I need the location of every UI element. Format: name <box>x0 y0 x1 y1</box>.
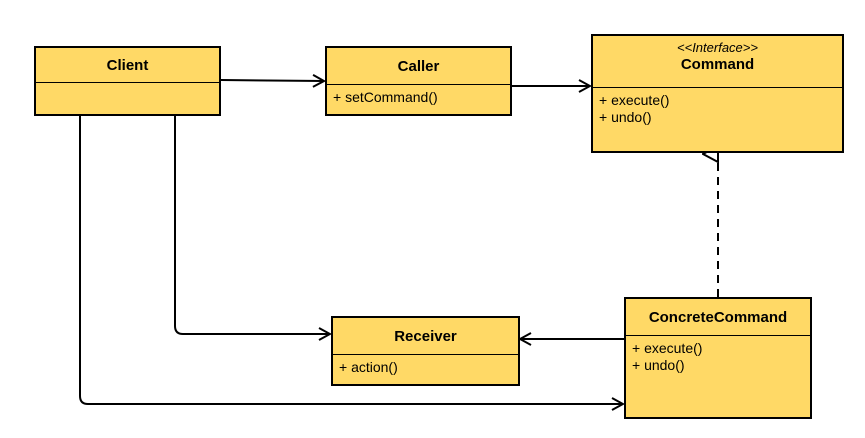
receiver-class-name: Receiver <box>394 327 457 345</box>
caller-class-members: + setCommand() <box>327 85 510 110</box>
command-member: + execute() <box>599 92 670 108</box>
concretecommand-member: + execute() <box>632 340 703 356</box>
concretecommand-member: + undo() <box>632 357 685 373</box>
caller-class[interactable]: Caller + setCommand() <box>325 46 512 116</box>
command-interface[interactable]: <<Interface>> Command + execute() + undo… <box>591 34 844 153</box>
receiver-class-members: + action() <box>333 355 518 380</box>
client-class[interactable]: Client <box>34 46 221 116</box>
concretecommand-class[interactable]: ConcreteCommand + execute() + undo() <box>624 297 812 419</box>
client-to-concretecommand-association <box>79 116 623 404</box>
command-interface-name: Command <box>680 56 755 73</box>
client-class-members <box>36 83 219 91</box>
concretecommand-class-name: ConcreteCommand <box>648 308 788 326</box>
client-to-receiver-association <box>174 116 330 334</box>
concretecommand-class-members: + execute() + undo() <box>626 336 810 378</box>
command-member: + undo() <box>599 109 652 125</box>
caller-class-header: Caller <box>327 48 510 85</box>
caller-class-name: Caller <box>397 57 440 75</box>
caller-member: + setCommand() <box>333 89 438 105</box>
concretecommand-class-header: ConcreteCommand <box>626 299 810 336</box>
receiver-member: + action() <box>339 359 398 375</box>
command-interface-members: + execute() + undo() <box>593 88 842 130</box>
client-class-header: Client <box>36 48 219 83</box>
client-class-name: Client <box>106 56 149 74</box>
receiver-class-header: Receiver <box>333 318 518 355</box>
command-interface-header: <<Interface>> Command <box>593 36 842 88</box>
receiver-class[interactable]: Receiver + action() <box>331 316 520 386</box>
command-stereotype: <<Interface>> <box>677 40 758 55</box>
client-to-caller-association <box>220 80 324 81</box>
